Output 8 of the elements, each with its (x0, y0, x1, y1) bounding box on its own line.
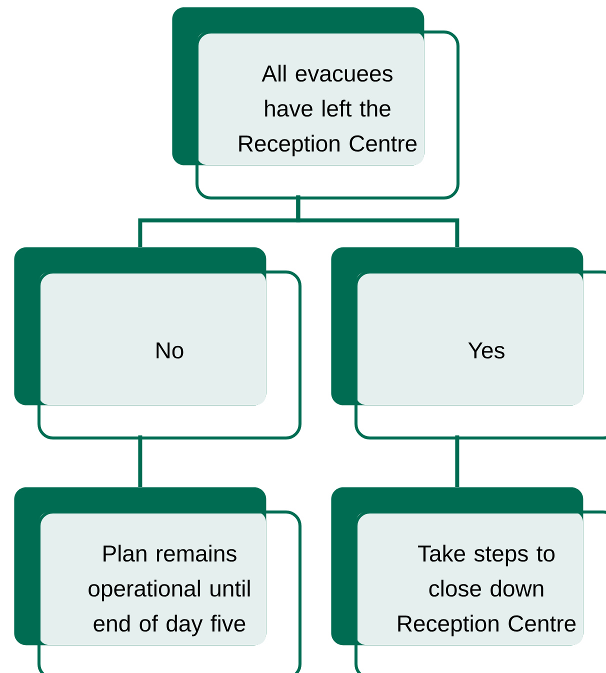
process-box: Yes (331, 247, 606, 440)
process-box: Take steps to close down Reception Centre (331, 487, 606, 673)
process-box: Plan remains operational until end of day five (14, 487, 302, 673)
connector-line (455, 435, 460, 487)
connector-line (138, 435, 142, 487)
process-box: All evacuees have left the Reception Centre (172, 7, 460, 200)
connector-line (296, 195, 460, 247)
process-box: No (14, 247, 302, 440)
